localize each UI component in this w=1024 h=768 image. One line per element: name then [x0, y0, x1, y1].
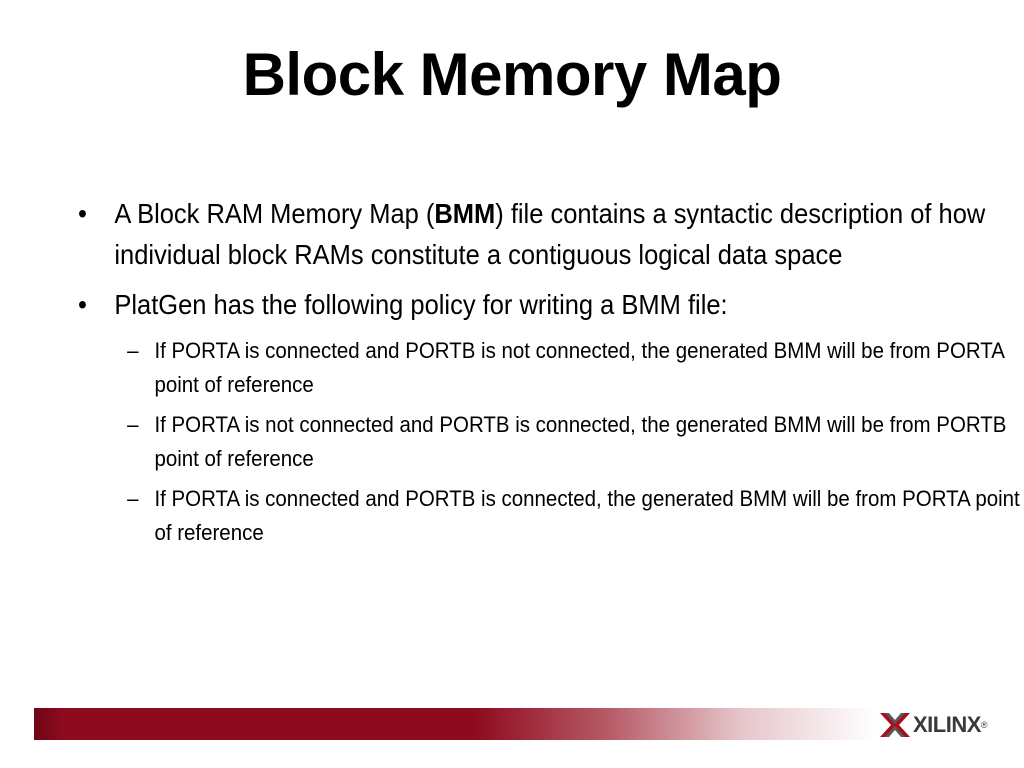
footer-bar	[34, 708, 876, 740]
bullet-item: • PlatGen has the following policy for w…	[78, 284, 988, 325]
bullet-text: ) file contains a syntactic description …	[114, 198, 986, 270]
bullet-text: PlatGen has the following policy for wri…	[114, 289, 728, 320]
slide-title: Block Memory Map	[242, 41, 782, 108]
slide-body: • A Block RAM Memory Map (BMM) file cont…	[78, 193, 1020, 556]
bullet-text-bold: BMM	[434, 198, 496, 229]
sub-bullet-item: – If PORTA is connected and PORTB is not…	[78, 334, 1024, 402]
xilinx-logo: XILINX®	[880, 708, 988, 742]
bullet-marker: •	[78, 198, 87, 229]
bullet-marker: •	[78, 289, 87, 320]
sub-bullet-text: If PORTA is not connected and PORTB is c…	[154, 412, 1007, 471]
sub-bullet-item: – If PORTA is not connected and PORTB is…	[78, 408, 1024, 476]
sub-bullet-marker: –	[127, 412, 139, 437]
footer-bar-edge	[34, 708, 64, 740]
sub-bullet-text: If PORTA is connected and PORTB is conne…	[154, 486, 1020, 545]
xilinx-x-icon	[880, 713, 910, 737]
sub-bullet-item: – If PORTA is connected and PORTB is con…	[78, 482, 1024, 550]
bullet-text: A Block RAM Memory Map (	[114, 198, 435, 229]
sub-bullet-marker: –	[127, 338, 139, 363]
sub-bullet-text: If PORTA is connected and PORTB is not c…	[154, 338, 1004, 397]
registered-mark: ®	[980, 720, 988, 730]
bullet-item: • A Block RAM Memory Map (BMM) file cont…	[78, 193, 988, 275]
sub-bullet-marker: –	[127, 486, 139, 511]
logo-wordmark: XILINX	[913, 712, 981, 737]
